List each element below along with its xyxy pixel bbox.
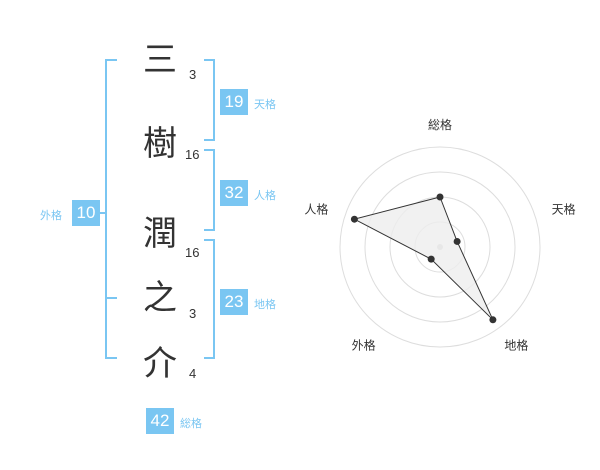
gaikaku-bracket — [105, 59, 117, 359]
jinkaku-value-badge: 32 — [220, 180, 248, 206]
tenkaku-bracket — [204, 59, 215, 141]
name-char-4: 之 — [143, 278, 177, 318]
gaikaku-label: 外格 — [40, 209, 62, 222]
jinkaku-label: 人格 — [254, 189, 276, 202]
chikaku-label: 地格 — [254, 298, 276, 311]
radar-point-4 — [427, 255, 435, 263]
stroke-count-4: 3 — [189, 306, 197, 321]
radar-data-points — [350, 193, 497, 324]
radar-point-3 — [489, 316, 497, 324]
radar-axis-label-3: 地格 — [504, 338, 528, 353]
stroke-count-2: 16 — [185, 147, 200, 162]
name-char-3: 潤 — [143, 214, 177, 254]
stroke-count-1: 3 — [189, 67, 197, 82]
stroke-count-5: 4 — [189, 366, 197, 381]
radar-axis-label-1: 総格 — [428, 117, 452, 132]
name-char-2: 樹 — [143, 124, 177, 164]
tenkaku-label: 天格 — [254, 98, 276, 111]
name-char-5: 介 — [143, 344, 177, 384]
radar-point-5 — [350, 215, 358, 223]
radar-axis-label-5: 人格 — [304, 201, 328, 216]
radar-data-area — [353, 196, 494, 321]
radar-point-2 — [453, 237, 461, 245]
chikaku-bracket — [204, 239, 215, 359]
soukaku-value-badge: 42 — [146, 408, 174, 434]
gaikaku-value-badge: 10 — [72, 200, 100, 226]
name-char-1: 三 — [143, 40, 177, 80]
chikaku-value-badge: 23 — [220, 289, 248, 315]
stroke-count-3: 16 — [185, 245, 200, 260]
radar-axis-label-4: 外格 — [352, 338, 376, 353]
jinkaku-bracket — [204, 149, 215, 231]
radar-point-1 — [436, 193, 444, 201]
radar-ring — [339, 146, 541, 348]
radar-axis-label-2: 天格 — [552, 201, 576, 216]
soukaku-label: 総格 — [180, 417, 202, 430]
radar-ring — [364, 171, 516, 323]
tenkaku-value-badge: 19 — [220, 89, 248, 115]
